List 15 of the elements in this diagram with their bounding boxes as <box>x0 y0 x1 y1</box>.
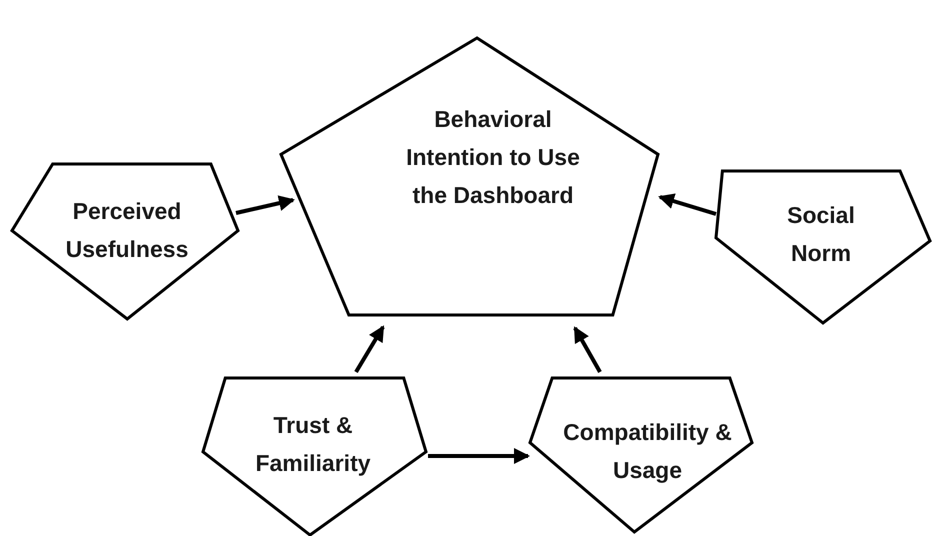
pentagon-node <box>12 164 238 319</box>
node-label: Compatibility & Usage <box>562 418 733 485</box>
pentagon-node <box>716 171 930 323</box>
arrow <box>428 448 530 464</box>
pentagon-node <box>281 38 658 315</box>
node-label: Perceived Usefulness <box>64 197 190 264</box>
arrow <box>354 325 385 374</box>
arrow <box>658 193 717 216</box>
arrow <box>573 326 602 373</box>
arrow <box>236 195 295 215</box>
node-label: Trust & Familiarity <box>254 411 372 478</box>
pentagon-node <box>203 378 426 535</box>
node-label: Behavioral Intention to Use the Dashboard <box>405 105 581 210</box>
node-label: Social Norm <box>786 201 856 268</box>
pentagon-node <box>530 378 752 532</box>
